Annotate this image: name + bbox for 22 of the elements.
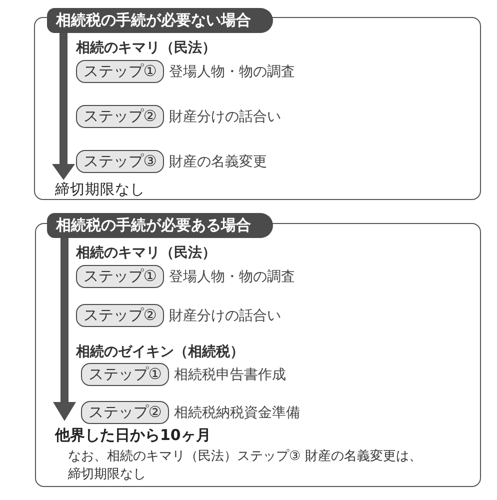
step-description: 相続税納税資金準備 [174,404,300,422]
step-pill: ステップ② [76,105,164,128]
step-pill: ステップ① [76,60,164,84]
deadline-text: 他界した日から10ヶ月 [55,426,211,445]
subsection-heading: 相続のゼイキン（相続税） [76,343,244,361]
section-header: 相続税の手続が必要ない場合 [47,8,273,33]
step-description: 財産分けの話合い [168,108,281,126]
note-text: なお、相続のキマリ（民法）ステップ③ 財産の名義変更は、締切期限なし [68,448,423,484]
step-pill: ステップ② [81,401,169,424]
step-description: 相続税申告書作成 [174,366,286,384]
subsection-heading: 相続のキマリ（民法） [76,244,216,262]
step-description: 財産分けの話合い [168,306,281,325]
subsection-heading: 相続のキマリ（民法） [76,39,216,57]
step-pill: ステップ① [81,363,169,386]
section-header: 相続税の手続が必要ある場合 [47,213,273,238]
step-pill: ステップ③ [76,150,164,174]
step-description: 登場人物・物の調査 [168,62,295,81]
step-pill: ステップ② [76,304,164,328]
step-pill: ステップ① [76,265,164,288]
step-description: 財産の名義変更 [168,152,267,171]
step-description: 登場人物・物の調査 [168,268,295,286]
deadline-text: 締切期限なし [55,182,145,198]
